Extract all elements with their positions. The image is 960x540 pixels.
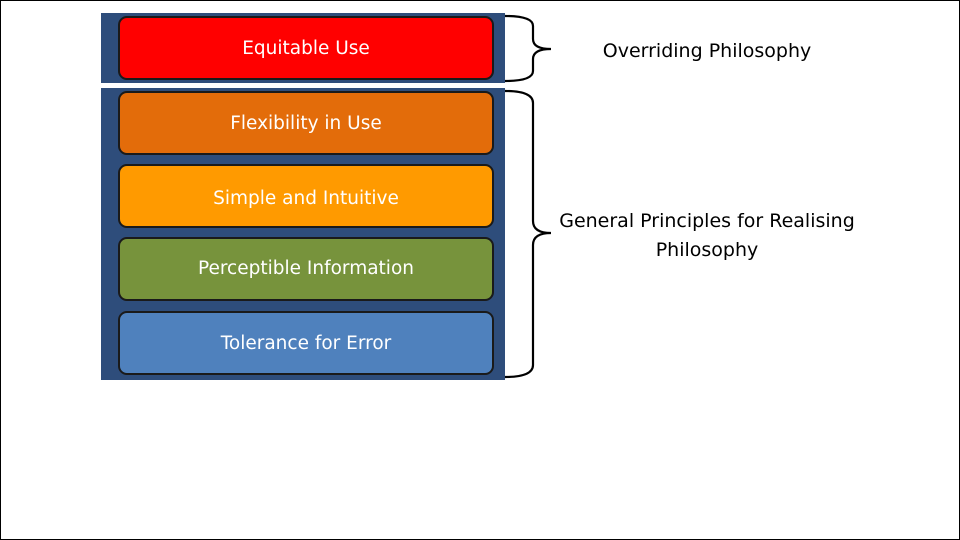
- layer-label: Perceptible Information: [197, 258, 414, 279]
- layer-flexibility-in-use: Flexibility in Use: [118, 91, 494, 155]
- principles-brace: [504, 89, 552, 379]
- layer-label: Flexibility in Use: [230, 112, 382, 134]
- layer-perceptible-information: Perceptible Information: [118, 237, 494, 301]
- general-principles-label: General Principles for Realising Philoso…: [559, 210, 855, 261]
- layer-label: Simple and Intuitive: [213, 188, 399, 209]
- philosophy-brace: [504, 14, 552, 83]
- layer-label: Equitable Use: [242, 37, 370, 59]
- overriding-philosophy-label: Overriding Philosophy: [602, 40, 812, 62]
- layer-simple-and-intuitive: Simple and Intuitive: [118, 164, 494, 228]
- layer-equitable-use: Equitable Use: [118, 16, 494, 80]
- layer-tolerance-for-error: Tolerance for Error: [118, 311, 494, 375]
- layer-label: Tolerance for Error: [220, 332, 392, 354]
